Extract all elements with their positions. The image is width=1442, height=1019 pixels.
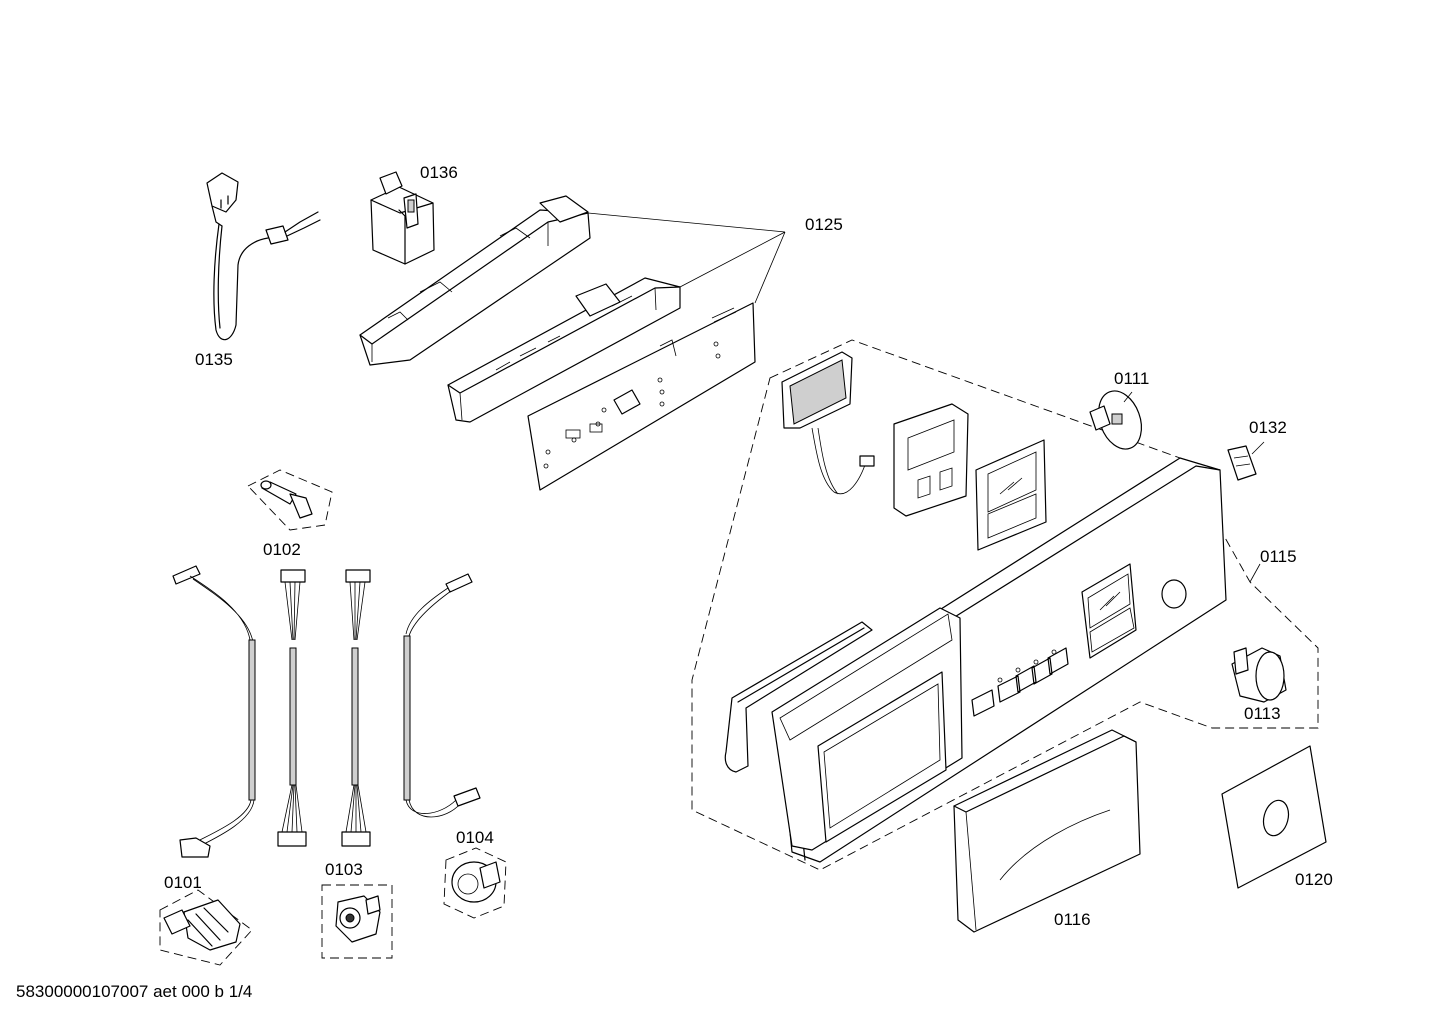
part-label-0135: 0135: [195, 350, 233, 369]
part-label-0103: 0103: [325, 860, 363, 879]
part-label-0102: 0102: [263, 540, 301, 559]
suppressor-part: [370, 171, 435, 265]
wire-harness-2-part: [277, 569, 307, 847]
drawer-handle-part: [953, 729, 1141, 933]
leader-line-0125: [587, 212, 786, 304]
leader-line-0132: [1251, 441, 1265, 455]
part-label-0101: 0101: [164, 873, 202, 892]
part-label-0120: 0120: [1295, 870, 1333, 889]
display-board-part: [781, 351, 875, 495]
part-label-0113: 0113: [1244, 704, 1281, 723]
leader-line-0115: [1249, 563, 1261, 583]
pressure-sensor-part: [443, 847, 507, 919]
part-label-0111: 0111: [1114, 369, 1149, 388]
module-pcb-part: [527, 302, 756, 491]
power-cord-part: [206, 172, 321, 341]
wire-harness-4-part: [403, 573, 481, 818]
control-panel-fascia-part: [771, 457, 1227, 863]
wire-harness-3-part: [341, 569, 371, 847]
module-top-board-part: [359, 195, 591, 366]
sensor-part: [247, 469, 333, 531]
display-frame-part: [893, 403, 969, 517]
display-window-part: [975, 439, 1047, 551]
leader-line-0111: [1123, 391, 1133, 403]
program-knob-part: [1089, 390, 1143, 450]
label-plate-part: [1221, 745, 1327, 889]
part-label-0125: 0125: [805, 215, 843, 234]
valve-part: [159, 889, 253, 966]
part-label-0116: 0116: [1054, 910, 1091, 929]
part-label-0136: 0136: [420, 163, 458, 182]
drawing-reference-footer: 58300000107007 aet 000 b 1/4: [16, 982, 253, 1001]
clip-part: [1227, 445, 1257, 481]
part-label-0132: 0132: [1249, 418, 1287, 437]
panel-seal-part: [724, 621, 873, 773]
temperature-knob-part: [1231, 647, 1287, 703]
pressure-switch-part: [321, 884, 393, 959]
module-frame-part: [447, 277, 681, 423]
part-label-0104: 0104: [456, 828, 494, 847]
part-label-0115: 0115: [1260, 547, 1297, 566]
wire-harness-1-part: [172, 565, 256, 858]
